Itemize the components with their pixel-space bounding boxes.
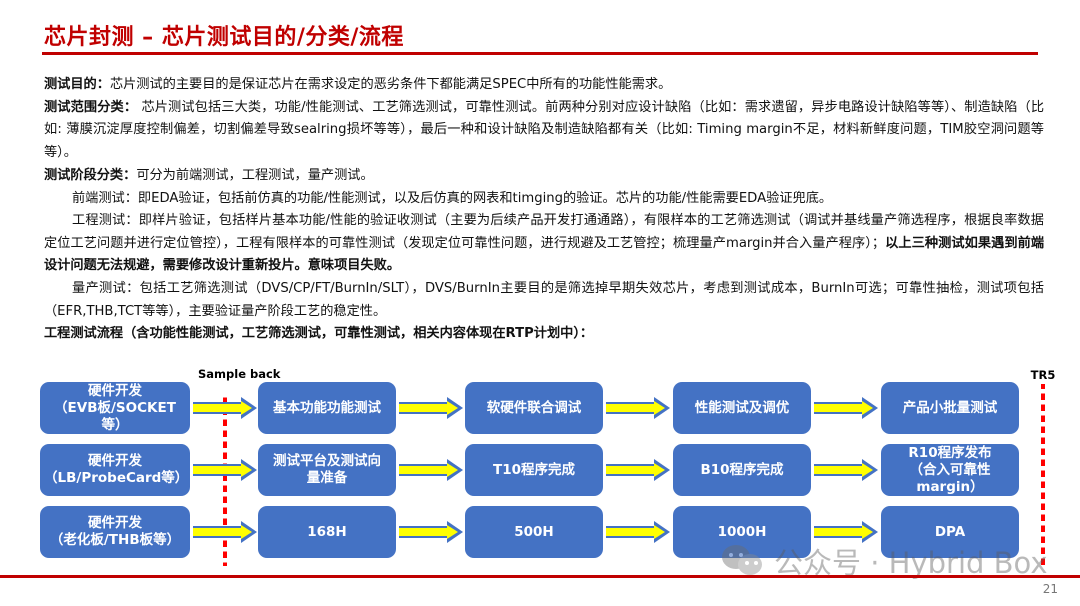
flow-node[interactable]: 硬件开发 （LB/ProbeCard等） [40, 444, 190, 496]
flow-arrow [606, 459, 670, 481]
paragraph-frontend-test: 前端测试：即EDA验证，包括前仿真的功能/性能测试，以及后仿真的网表和timgi… [44, 188, 1044, 210]
flow-node-line1: 硬件开发 [88, 453, 142, 469]
flow-node-line1: R10程序发布 [908, 444, 992, 461]
flow-node[interactable]: 硬件开发 （EVB板/SOCKET等） [40, 382, 190, 434]
milestone-line-sample-back [223, 394, 227, 566]
test-flow-diagram: Sample back TR5 硬件开发 （EVB板/SOCKET等） 基本功能… [0, 368, 1080, 568]
flow-node-line2: （EVB板/SOCKET等） [54, 399, 176, 433]
flow-node[interactable]: 基本功能功能测试 [258, 382, 396, 434]
flow-arrow [193, 521, 257, 543]
flow-node[interactable]: 500H [465, 506, 603, 558]
paragraph-body: 量产测试：包括工艺筛选测试（DVS/CP/FT/BurnIn/SLT），DVS/… [44, 281, 1044, 319]
flow-node[interactable]: 测试平台及测试向 量准备 [258, 444, 396, 496]
flow-node[interactable]: DPA [881, 506, 1019, 558]
flow-node-line1: 产品小批量测试 [902, 399, 998, 416]
page-number: 21 [1042, 582, 1058, 596]
flow-node-line1: T10程序完成 [493, 461, 575, 478]
flow-node[interactable]: T10程序完成 [465, 444, 603, 496]
flow-node[interactable]: 产品小批量测试 [881, 382, 1019, 434]
flow-node-line2: （合入可靠性margin） [909, 461, 991, 495]
flow-node[interactable]: R10程序发布 （合入可靠性margin） [881, 444, 1019, 496]
flow-node-line2: （老化板/THB板等） [49, 532, 181, 548]
flow-arrow [399, 397, 463, 419]
flow-arrow [814, 459, 878, 481]
flow-node[interactable]: B10程序完成 [673, 444, 811, 496]
flow-node-line1: 基本功能功能测试 [273, 399, 381, 416]
page-title: 芯片封测 – 芯片测试目的/分类/流程 [44, 25, 404, 50]
paragraph-mass-production-test: 量产测试：包括工艺筛选测试（DVS/CP/FT/BurnIn/SLT），DVS/… [44, 278, 1044, 323]
flow-heading-label: 工程测试流程（含功能性能测试，工艺筛选测试，可靠性测试，相关内容体现在RTP计划… [44, 326, 594, 342]
paragraph-engineering-test: 工程测试：即样片验证，包括样片基本功能/性能的验证收测试（主要为后续产品开发打通… [44, 210, 1044, 277]
flow-arrow [399, 459, 463, 481]
flow-node-line1: DPA [934, 523, 966, 540]
flow-node[interactable]: 1000H [673, 506, 811, 558]
paragraph-label: 测试阶段分类： [44, 167, 137, 183]
flow-node-line2: 量准备 [306, 470, 348, 486]
milestone-label-tr5: TR5 [1030, 368, 1056, 382]
flow-arrow [193, 459, 257, 481]
flow-node-line1: 硬件开发 [88, 382, 142, 399]
paragraph-body: 可分为前端测试，工程测试，量产测试。 [136, 167, 374, 183]
flow-node-line1: 500H [514, 523, 554, 540]
paragraph-body: 工程测试：即样片验证，包括样片基本功能/性能的验证收测试（主要为后续产品开发打通… [44, 213, 1044, 251]
flow-node-line1: 硬件开发 [87, 515, 142, 531]
paragraph-scope: 测试范围分类： 芯片测试包括三大类，功能/性能测试、工艺筛选测试，可靠性测试。前… [44, 97, 1044, 164]
paragraph-emphasis: 以上三种测试如果遇到前端设计问题无法规避，需要修改设计重新投片。意味项目失败。 [44, 235, 1045, 274]
flow-node-line1: 1000H [717, 523, 767, 540]
milestone-line-tr5 [1041, 384, 1045, 568]
milestone-label-sample-back: Sample back [198, 367, 281, 381]
flow-arrow [814, 397, 878, 419]
flow-node-line1: 168H [307, 523, 347, 540]
flow-arrow [399, 521, 463, 543]
flow-arrow [814, 521, 878, 543]
paragraph-body: 芯片测试的主要目的是保证芯片在需求设定的恶劣条件下都能满足SPEC中所有的功能性… [109, 77, 672, 92]
flow-arrow [606, 521, 670, 543]
flow-node-line1: 软硬件联合调试 [486, 399, 582, 416]
paragraph-body: 芯片测试包括三大类，功能/性能测试、工艺筛选测试，可靠性测试。前两种分别对应设计… [44, 99, 1045, 160]
flow-node[interactable]: 性能测试及调优 [673, 382, 811, 434]
paragraph-purpose: 测试目的：芯片测试的主要目的是保证芯片在需求设定的恶劣条件下都能满足SPEC中所… [44, 74, 1044, 96]
footer-divider [0, 575, 1080, 578]
flow-arrow [193, 397, 257, 419]
flow-node-line1: 性能测试及调优 [694, 399, 790, 416]
title-divider [42, 52, 1038, 55]
body-text: 测试目的：芯片测试的主要目的是保证芯片在需求设定的恶劣条件下都能满足SPEC中所… [44, 74, 1044, 346]
flow-heading: 工程测试流程（含功能性能测试，工艺筛选测试，可靠性测试，相关内容体现在RTP计划… [44, 323, 1044, 345]
flow-node[interactable]: 168H [258, 506, 396, 558]
paragraph-stage: 测试阶段分类：可分为前端测试，工程测试，量产测试。 [44, 165, 1044, 187]
flow-node-line1: 测试平台及测试向 [273, 453, 381, 469]
flow-node[interactable]: 软硬件联合调试 [465, 382, 603, 434]
flow-node[interactable]: 硬件开发 （老化板/THB板等） [40, 506, 190, 558]
paragraph-label: 测试目的： [44, 77, 110, 92]
paragraph-body: 前端测试：即EDA验证，包括前仿真的功能/性能测试，以及后仿真的网表和timgi… [72, 190, 833, 206]
paragraph-label: 测试范围分类： [44, 99, 138, 115]
flow-node-line2: （LB/ProbeCard等） [44, 470, 189, 486]
flow-node-line1: B10程序完成 [700, 461, 784, 478]
flow-arrow [606, 397, 670, 419]
